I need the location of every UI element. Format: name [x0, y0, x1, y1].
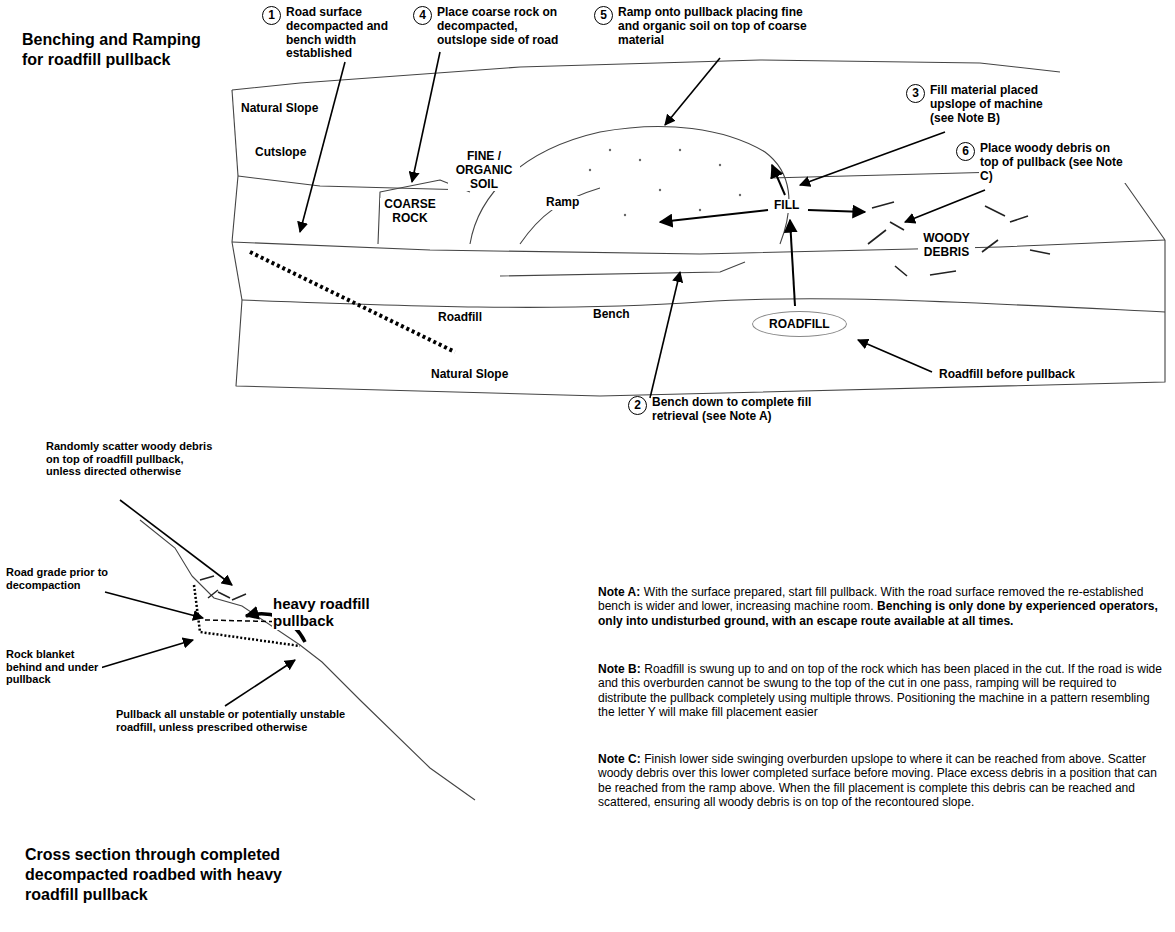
callout: 5Ramp onto pullback placing fine and org… — [594, 6, 814, 47]
annotation: Road grade prior to decompaction — [5, 566, 112, 591]
leader-arrow — [905, 190, 985, 222]
part-label: Ramp — [545, 196, 580, 210]
callout-number: 6 — [956, 142, 975, 161]
callout-number: 2 — [628, 396, 647, 415]
leader-arrow — [650, 272, 680, 398]
slope-label: Cutslope — [254, 146, 307, 160]
callout: 4Place coarse rock on decompacted, outsl… — [413, 6, 568, 47]
fill-slope — [232, 242, 242, 300]
flow-arrow — [772, 165, 785, 195]
bench-edge — [500, 262, 745, 276]
material-label: FILL — [773, 199, 800, 213]
callout-text: Ramp onto pullback placing fine and orga… — [617, 6, 814, 47]
slope-label: Natural Slope — [430, 368, 509, 382]
woody-debris-sticks — [200, 576, 246, 600]
slope-block — [232, 60, 1165, 396]
decompacted-road-line — [250, 252, 455, 352]
part-label: ROADFILL — [769, 317, 830, 331]
road-outer-edge — [232, 240, 1165, 254]
woody-debris-sticks — [868, 202, 1050, 276]
natural-slope-edge — [236, 240, 1165, 396]
road-left-edge — [232, 176, 238, 242]
cut-edge — [232, 90, 238, 176]
annotation: Pullback all unstable or potentially uns… — [115, 708, 347, 733]
flow-arrow — [790, 220, 795, 306]
leader-arrow — [665, 58, 720, 125]
note-text: Note C: — [598, 752, 641, 766]
callout: 1Road surface decompacted and bench widt… — [262, 6, 392, 61]
note-block: Note C:Finish lower side swinging overbu… — [598, 752, 1163, 810]
leader-arrows — [300, 52, 985, 398]
annotation: Randomly scatter woody debris on top of … — [45, 440, 222, 478]
leader-arrow — [412, 52, 440, 182]
flow-arrow — [660, 210, 768, 222]
note-text: Roadfill is swung up to and on top of th… — [598, 662, 1162, 719]
annotation: Rock blanket behind and under pullback — [5, 648, 102, 686]
roadfill-oval: ROADFILL — [752, 311, 847, 337]
flow-arrow — [808, 210, 865, 212]
callout-number: 4 — [413, 6, 432, 25]
leader-arrow — [120, 500, 232, 585]
callout-number: 3 — [906, 84, 925, 103]
leader-arrow — [858, 340, 932, 372]
roadfill-toe — [242, 299, 1165, 312]
leader-arrow — [800, 132, 945, 185]
callout: 2Bench down to complete fill retrieval (… — [628, 396, 823, 424]
callout-number: 1 — [262, 6, 281, 25]
callout-number: 5 — [594, 6, 613, 25]
callout-text: Bench down to complete fill retrieval (s… — [651, 396, 823, 424]
part-label: Roadfill — [437, 311, 483, 325]
annotation: heavy roadfill pullback — [272, 595, 389, 630]
material-label: FINE / ORGANIC SOIL — [448, 150, 520, 191]
callout-text: Place coarse rock on decompacted, outslo… — [436, 6, 568, 47]
cross-section — [140, 520, 475, 800]
pullback-surface — [192, 576, 475, 800]
ramp-line — [520, 188, 600, 244]
cut-toe — [238, 176, 470, 190]
note-text: Note A: — [598, 585, 640, 599]
part-label: Roadfill before pullback — [938, 368, 1076, 382]
callout: 3Fill material placed upslope of machine… — [906, 84, 1066, 125]
diagram-caption: Cross section through completed decompac… — [25, 845, 315, 905]
material-label: COARSE ROCK — [380, 198, 440, 226]
callout-text: Road surface decompacted and bench width… — [285, 6, 392, 61]
leader-arrow — [225, 660, 295, 706]
note-block: Note A:With the surface prepared, start … — [598, 585, 1163, 628]
slope-label: Natural Slope — [240, 102, 319, 116]
callout-text: Fill material placed upslope of machine … — [929, 84, 1066, 125]
note-text: Finish lower side swinging overburden up… — [598, 752, 1157, 809]
callout-text: Place woody debris on top of pullback (s… — [979, 142, 1131, 183]
callout: 6Place woody debris on top of pullback (… — [956, 142, 1131, 183]
note-block: Note B:Roadfill is swung up to and on to… — [598, 662, 1163, 720]
part-label: Bench — [592, 308, 631, 322]
material-label: WOODY DEBRIS — [918, 232, 975, 260]
diagram-title: Benching and Ramping for roadfill pullba… — [22, 30, 212, 70]
soil-dots — [589, 149, 741, 216]
leader-arrow — [100, 640, 193, 668]
note-text: Note B: — [598, 662, 641, 676]
leader-arrow — [105, 592, 203, 618]
